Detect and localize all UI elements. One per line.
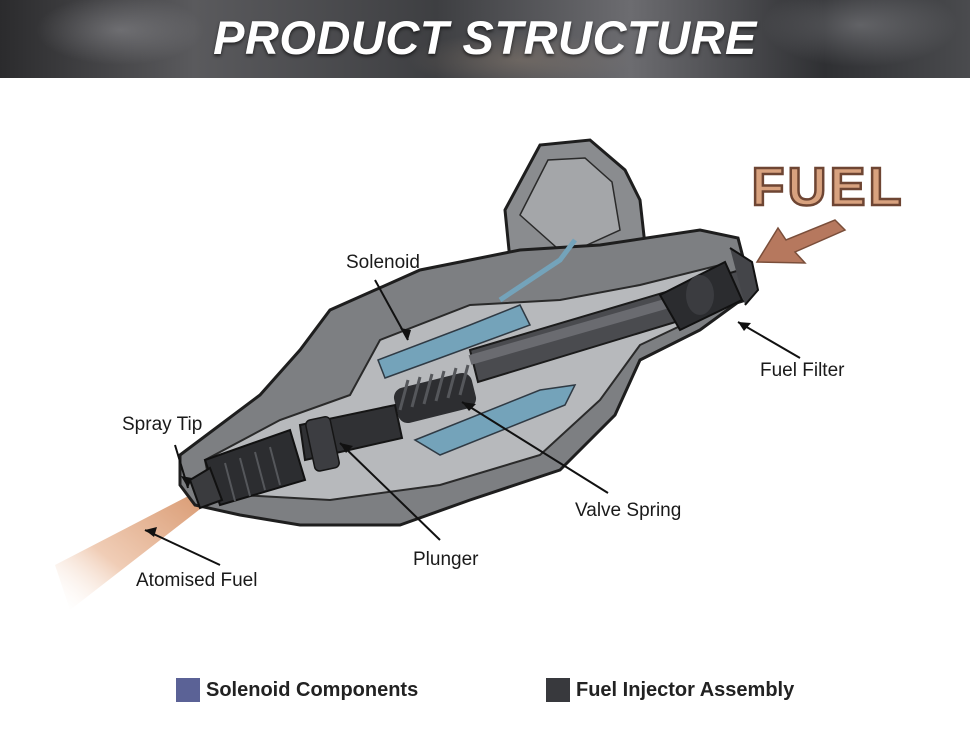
plunger-leader (339, 442, 441, 541)
valve-spring (393, 364, 477, 424)
plunger (298, 403, 404, 472)
callout-fuel-filter: Fuel Filter (760, 360, 845, 381)
solenoid-coil-lower (413, 384, 577, 456)
callout-solenoid: Solenoid (346, 252, 420, 273)
callout-atomised-fuel: Atomised Fuel (136, 570, 257, 591)
fuel-filter-leader (737, 321, 801, 359)
header-banner: PRODUCT STRUCTURE (0, 0, 970, 78)
callout-spray-tip: Spray Tip (122, 414, 202, 435)
legend-swatch-assembly (546, 678, 570, 702)
injector-diagram: FUEL Solenoid Fuel Filter Spray Tip Valv… (55, 138, 905, 610)
legend-fuel-injector-assembly: Fuel Injector Assembly (546, 678, 794, 702)
page-title: PRODUCT STRUCTURE (213, 11, 757, 64)
spray-tip-nozzle (188, 428, 307, 510)
fuel-filter (658, 247, 760, 332)
legend-swatch-solenoid (176, 678, 200, 702)
legend-solenoid-components: Solenoid Components (176, 678, 418, 702)
valve-spring-leader (461, 401, 609, 494)
fuel-spray (55, 492, 204, 610)
fuel-arrow (755, 219, 847, 264)
legend-label-solenoid: Solenoid Components (206, 678, 419, 701)
callout-valve-spring: Valve Spring (575, 500, 681, 521)
solenoid-coil-upper (377, 304, 532, 379)
callout-plunger: Plunger (413, 549, 479, 570)
legend-label-assembly: Fuel Injector Assembly (576, 678, 795, 701)
atomised-fuel-leader (144, 529, 221, 566)
fuel-label: FUEL (752, 157, 905, 217)
